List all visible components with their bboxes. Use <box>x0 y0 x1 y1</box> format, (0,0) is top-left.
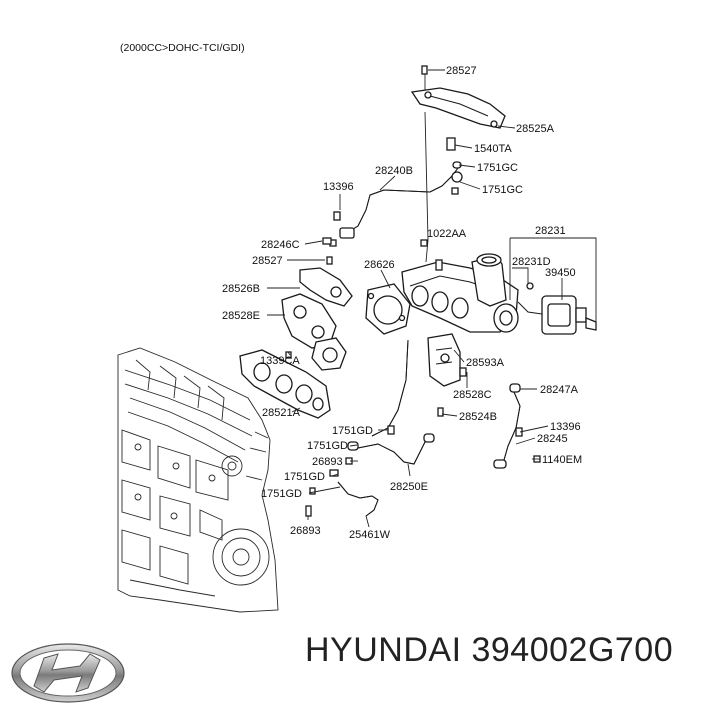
part-number: 394002G700 <box>471 631 674 669</box>
callout-label: 1339CA <box>260 355 300 367</box>
callout-label: 1751GC <box>477 162 518 174</box>
callout-label: 28524B <box>459 411 497 423</box>
callout-label: 28526B <box>222 283 260 295</box>
callout-label: 1751GD <box>307 440 348 452</box>
callout-label: 1022AA <box>427 228 467 240</box>
brand-name: HYUNDAI <box>305 631 462 669</box>
wastegate-actuator <box>517 282 597 335</box>
callout-label: 28231D <box>512 256 551 268</box>
callout-label: 28240B <box>375 165 413 177</box>
callout-label: 28528C <box>453 389 492 401</box>
turbocharger-assembly <box>401 253 519 387</box>
callout-label: 28250E <box>390 481 428 493</box>
callout-label: 25461W <box>349 529 391 541</box>
manifold-flange-parts <box>239 267 411 419</box>
callout-label: 28528E <box>222 310 260 322</box>
callout-label: 1751GC <box>482 184 523 196</box>
callout-label: 28247A <box>540 384 579 396</box>
engine-spec-heading: (2000CC>DOHC-TCI/GDI) <box>120 42 245 54</box>
part-callouts: 28527 28525A 1540TA 1751GC 1751GC 28240B… <box>222 65 582 541</box>
callout-label: 28245 <box>537 433 568 445</box>
callout-label: 1751GD <box>261 488 302 500</box>
callout-label: 39450 <box>545 267 576 279</box>
oil-feed-pipe <box>333 137 463 239</box>
hyundai-logo <box>8 640 128 711</box>
callout-label: 28593A <box>466 357 505 369</box>
callout-label: 1540TA <box>474 143 512 155</box>
callout-label: 28231 <box>535 225 566 237</box>
callout-label: 13396 <box>323 181 354 193</box>
callout-label: 26893 <box>312 456 343 468</box>
callout-label: 1751GD <box>284 471 325 483</box>
engine-block-drawing <box>117 347 279 613</box>
callout-label: 1140EM <box>542 454 582 466</box>
brand-part-label: HYUNDAI 394002G700 <box>305 631 673 670</box>
callout-label: 28626 <box>364 259 395 271</box>
callout-label: 28525A <box>516 123 555 135</box>
callout-label: 28527 <box>446 65 477 77</box>
leader-lines <box>267 69 597 528</box>
heat-shield-bracket <box>410 65 506 129</box>
callout-label: 28527 <box>252 255 283 267</box>
callout-label: 1751GD <box>332 425 373 437</box>
callout-label: 28521A <box>262 407 301 419</box>
callout-label: 26893 <box>290 525 321 537</box>
callout-label: 13396 <box>550 421 581 433</box>
callout-label: 28246C <box>261 239 300 251</box>
